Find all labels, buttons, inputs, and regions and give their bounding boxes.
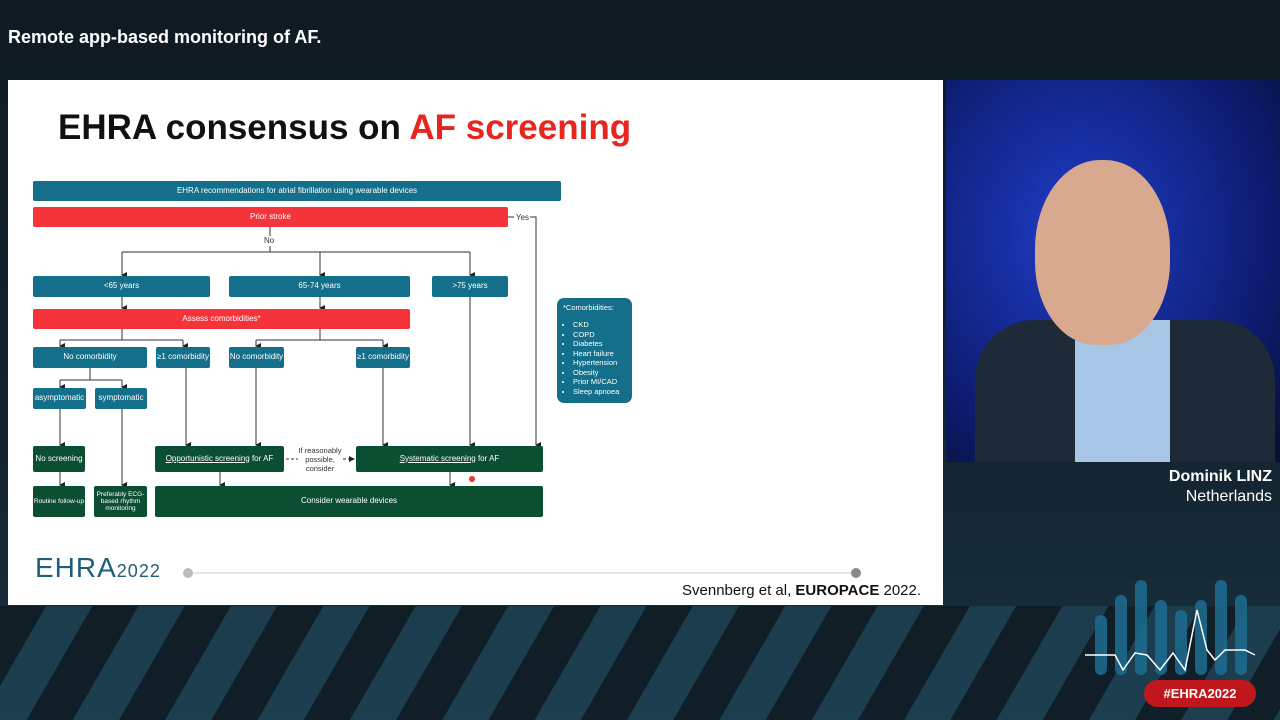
comorbidity-item: Sleep apnoea [573,387,626,397]
logo-year: 2022 [116,561,161,581]
comorbidity-item: Obesity [573,368,626,378]
comorbidity-item: Diabetes [573,339,626,349]
flow-systematic-screening: Systematic screening for AF [356,446,543,472]
flow-asymptomatic: asymptomatic [33,388,86,409]
citation-year: 2022. [879,582,922,599]
comorbidity-item: CKD [573,320,626,330]
title-highlight: AF screening [409,108,632,147]
systematic-suffix: for AF [475,453,500,463]
ehra-2022-logo: EHRA2022 [35,552,161,584]
flow-age-gt75: >75 years [432,276,508,297]
timeline-dot-end [851,568,861,578]
label-if-reasonably-possible: If reasonably possible, consider [298,446,342,473]
flow-assess-comorbidities: Assess comorbidities* [33,309,410,329]
title-text: EHRA consensus on [58,108,410,147]
comorbidity-item: Heart failure [573,349,626,359]
speaker-name: Dominik LINZ [1168,468,1272,485]
flow-preferably-ecg: Preferably ECG-based rhythm monitoring [94,486,147,517]
flow-ge1-comorbidity-2: ≥1 comorbidity [356,347,410,368]
timeline-dot-start [183,568,193,578]
label-no: No [264,236,275,245]
flow-no-screening: No screening [33,446,85,472]
citation-journal: EUROPACE [795,582,880,599]
logo-text: EHRA [35,552,117,583]
flow-opportunistic-screening: Opportunistic screening for AF [155,446,284,472]
flow-age-lt65: <65 years [33,276,210,297]
decorative-stripes [0,606,1280,720]
systematic-link-text: Systematic screening [399,453,476,463]
speaker-head [1035,160,1170,345]
speaker-country: Netherlands [1185,488,1272,505]
flow-ge1-comorbidity-1: ≥1 comorbidity [156,347,210,368]
comorbidity-item: COPD [573,330,626,340]
flow-consider-wearable: Consider wearable devices [155,486,543,517]
comorbidities-title: *Comorbidities: [563,303,614,312]
citation: Svennberg et al, EUROPACE 2022. [682,582,921,599]
hashtag-badge: #EHRA2022 [1144,680,1256,707]
presentation-slide [8,80,943,605]
comorbidities-box: *Comorbidities: CKD COPD Diabetes Heart … [557,298,632,403]
flow-no-comorbidity-2: No comorbidity [229,347,284,368]
label-yes: Yes [516,213,530,222]
flow-no-comorbidity-1: No comorbidity [33,347,147,368]
citation-authors: Svennberg et al, [682,582,796,599]
flow-header: EHRA recommendations for atrial fibrilla… [33,181,561,201]
slide-title: EHRA consensus on AF screening [58,108,631,148]
comorbidity-item: Prior MI/CAD [573,377,626,387]
flow-age-65-74: 65-74 years [229,276,410,297]
laser-pointer-dot [469,476,475,482]
heartbeat-decoration [1085,580,1256,675]
opportunistic-link-text: Opportunistic screening [165,453,250,463]
flow-prior-stroke: Prior stroke [33,207,508,227]
flow-routine-follow-up: Routine follow-up [33,486,85,517]
comorbidity-item: Hypertension [573,358,626,368]
session-topic-title: Remote app-based monitoring of AF. [8,27,322,47]
opportunistic-suffix: for AF [249,453,274,463]
flow-symptomatic: symptomatic [95,388,147,409]
